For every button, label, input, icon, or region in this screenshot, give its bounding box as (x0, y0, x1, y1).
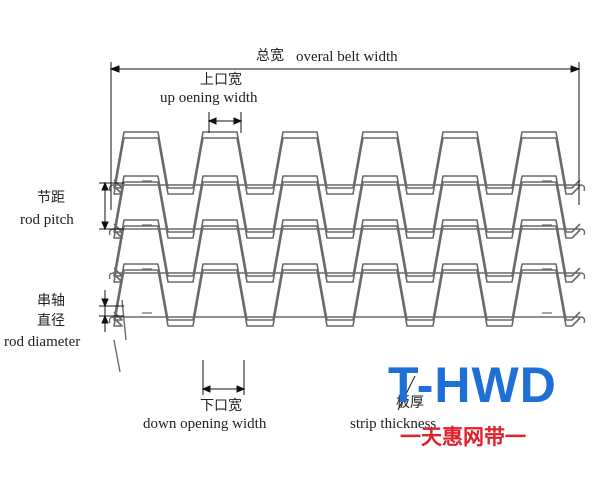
overall-width-arrow-right (570, 65, 581, 73)
rod-diameter-label-zh2: 直径 (37, 313, 65, 329)
connecting-rod-4 (108, 316, 586, 324)
belt-strip-row-2-outer (113, 175, 581, 233)
up-opening-label-zh: 上口宽 (200, 72, 242, 88)
dimension-lines (99, 62, 581, 411)
rod-pitch-arrow-top (101, 181, 109, 191)
up-opening-label-en: up oening width (160, 90, 258, 106)
belt-strip-row-4-outer (113, 263, 581, 321)
rod-diameter-label-zh1: 串轴 (37, 293, 65, 309)
up-opening-arrow-right (233, 117, 243, 125)
up-opening-arrow-left (207, 117, 217, 125)
connecting-rod-2 (108, 228, 586, 236)
rod-diameter-arrow-bottom (101, 314, 109, 324)
brand-logo-subtitle: 一天惠网带一 (400, 425, 526, 449)
belt-strip-row-1-outer (113, 131, 581, 189)
belt-strip-row-2-inner (113, 181, 581, 239)
connecting-rod-1 (108, 184, 586, 192)
overall-width-label-en: overal belt width (296, 49, 398, 65)
overall-width-arrow-left (109, 65, 120, 73)
rod-pitch-arrow-bottom (101, 221, 109, 231)
belt-edge-wire (113, 299, 127, 373)
down-opening-arrow-right (236, 385, 246, 393)
strip-thickness-leader (397, 375, 416, 411)
belt-strip-row-4-inner (113, 269, 581, 327)
belt-strip-row-1-inner (113, 137, 581, 195)
down-opening-arrow-left (201, 385, 211, 393)
rod-diameter-arrow-top (101, 298, 109, 308)
rod-pitch-label-zh: 节距 (37, 190, 65, 206)
belt-strip-row-3-outer (113, 219, 581, 277)
down-opening-label-en: down opening width (143, 416, 267, 432)
overall-width-label-zh: 总宽 (256, 48, 284, 64)
rod-diameter-label-en: rod diameter (4, 334, 81, 350)
belt-strips (108, 131, 586, 373)
brand-logo: T-HWD (388, 357, 557, 413)
belt-strip-row-3-inner (113, 225, 581, 283)
connecting-rod-3 (108, 272, 586, 280)
strip-thickness-label-en: strip thickness (350, 416, 437, 432)
down-opening-label-zh: 下口宽 (200, 398, 242, 414)
strip-thickness-label-zh: 板厚 (396, 395, 424, 411)
rod-pitch-label-en: rod pitch (20, 212, 74, 228)
